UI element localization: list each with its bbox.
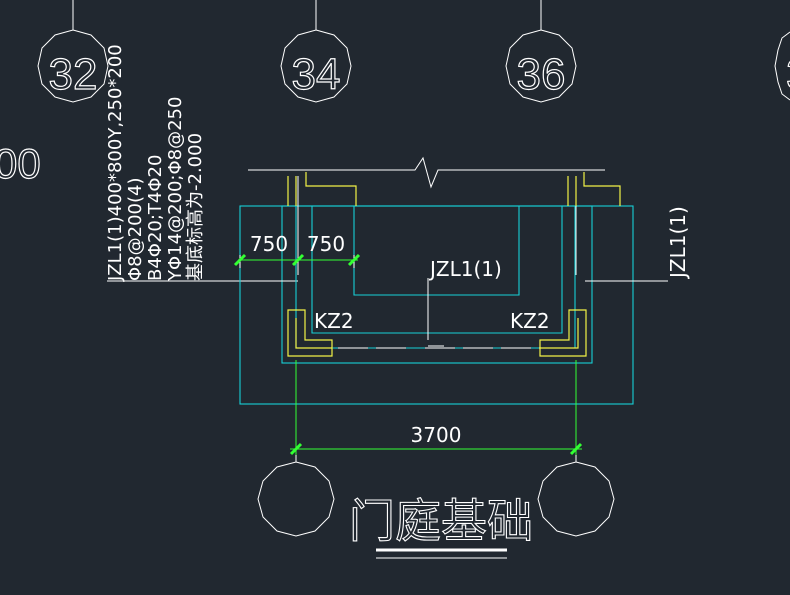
axis-bubble-36[interactable]: [505, 29, 577, 103]
axis-label-edge: 3: [786, 50, 790, 99]
column-label-right: KZ2: [510, 309, 550, 333]
beam-annotation-line1: JZL1(1)400*800Y,250*200: [105, 44, 126, 282]
axis-bubbles: [37, 29, 790, 103]
dimension-750: [233, 253, 361, 268]
column-label-left: KZ2: [314, 309, 354, 333]
drawing-title: 门庭基础: [349, 494, 533, 548]
beam-annotation: JZL1(1)400*800Y,250*200 Φ8@200(4) B4Φ20;…: [105, 44, 206, 282]
foundation-outlines: [239, 205, 634, 405]
beam-label-center: JZL1(1): [428, 257, 502, 281]
axis-lines: [72, 0, 542, 30]
break-line: [248, 156, 605, 189]
axis-bubble-34[interactable]: [280, 29, 352, 103]
dimension-3700: [289, 360, 583, 456]
axis-label-32: 32: [49, 50, 98, 99]
beam-annotation-line2: Φ8@200(4): [125, 178, 146, 281]
dimension-label-3700: 3700: [411, 423, 462, 447]
axis-label-partial: 00: [0, 140, 41, 187]
axis-bubble-bottom-left[interactable]: [257, 461, 335, 537]
beam-annotation-line5: 基底标高为-2.000: [185, 133, 206, 281]
axis-label-34: 34: [292, 50, 341, 99]
beam-inner-line: [353, 206, 520, 296]
beam-outer-line: [311, 206, 563, 334]
column-kz2-right[interactable]: [539, 309, 587, 357]
axis-label-36: 36: [517, 50, 566, 99]
beam-annotation-line3: B4Φ20;T4Φ20: [145, 155, 166, 281]
beam-label-right: JZL1(1): [666, 206, 690, 280]
axis-bubble-32[interactable]: [37, 29, 109, 103]
beam-label-right-group: JZL1(1): [666, 206, 690, 280]
column-kz2-left[interactable]: [287, 309, 333, 357]
bottom-axis-bubbles: [257, 455, 615, 537]
column-outlines: [287, 172, 621, 357]
column-top-right[interactable]: [583, 172, 621, 206]
column-top-left[interactable]: [305, 172, 357, 206]
cap-outer-outline[interactable]: [281, 205, 593, 364]
dimension-label-750-b: 750: [307, 232, 345, 256]
axis-bubble-edge[interactable]: [774, 31, 790, 101]
beam-annotation-line4: YΦ14@200;Φ8@250: [165, 97, 186, 282]
axis-bubble-bottom-right[interactable]: [537, 461, 615, 537]
footing-outline[interactable]: [239, 205, 634, 405]
dimension-label-750-a: 750: [250, 232, 288, 256]
